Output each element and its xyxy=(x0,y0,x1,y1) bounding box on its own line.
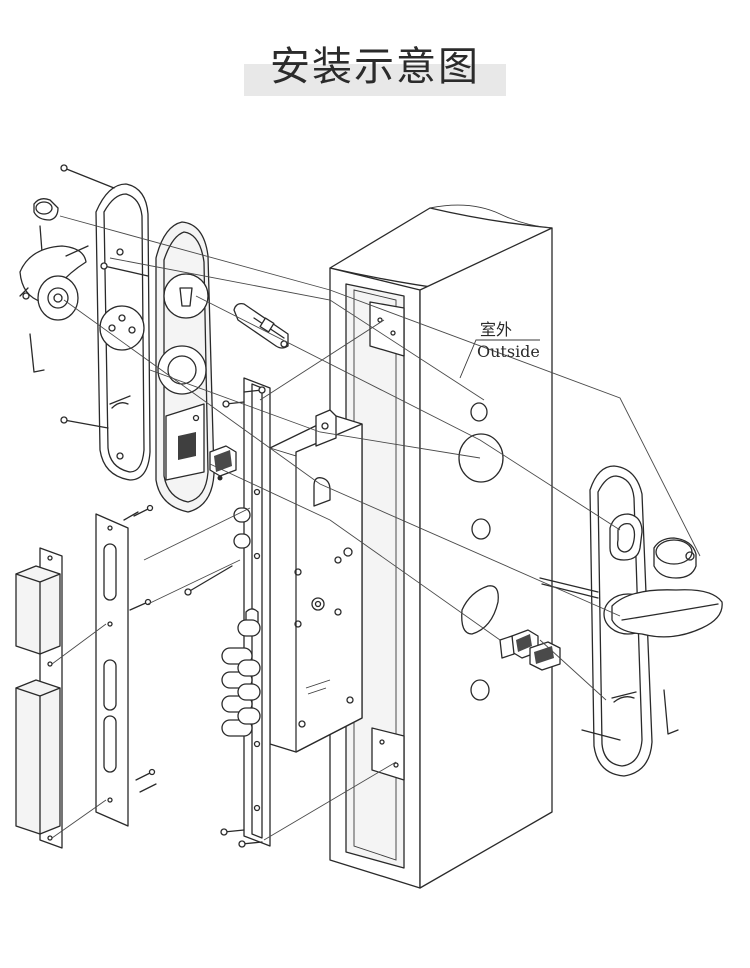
inside-front-plate xyxy=(155,221,215,513)
outside-label-english: Outside xyxy=(477,342,540,361)
outside-handle-set xyxy=(539,465,723,777)
lock-cylinder xyxy=(233,302,289,349)
outside-label-chinese: 室外 xyxy=(480,320,513,339)
assembly-guide-lines xyxy=(51,215,701,841)
mortise-lock-body xyxy=(269,409,363,753)
door-panel xyxy=(329,204,553,889)
mortise-faceplate xyxy=(184,377,271,848)
connector-blocks xyxy=(499,629,561,671)
thumb-turn-assembly xyxy=(19,198,89,373)
strike-plate xyxy=(95,504,157,827)
strike-box-assembly xyxy=(15,547,63,849)
clutch-block xyxy=(209,445,237,481)
page-title: 安装示意图 xyxy=(270,44,480,90)
inside-back-plate xyxy=(60,164,151,481)
title-band xyxy=(244,64,506,96)
